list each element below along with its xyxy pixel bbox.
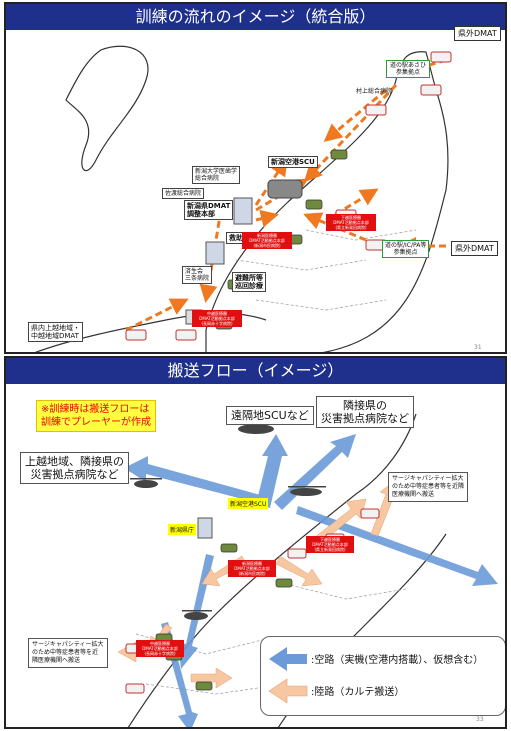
neighbor-pref-label: 隣接県の 災害拠点病院など: [316, 396, 414, 428]
page-number: 33: [476, 716, 484, 723]
helicopter-icons: [130, 422, 326, 620]
saiseikai-label: 済生会 三条病院: [182, 266, 213, 284]
michinoeki2-label: 道の駅/IC/PA等 参集拠点: [382, 240, 430, 258]
transport-flow-panel: 搬送フロー（イメージ）: [4, 356, 507, 729]
dmat-hq-label: 新潟県DMAT 調整本部: [184, 200, 234, 220]
joetsu-neighbor-label: 上越地域、隣接県の 災害拠点病院など: [20, 452, 129, 484]
outside-dmat-mid: 県外DMAT: [451, 241, 498, 256]
murakami-label: 村上総合病院: [356, 88, 393, 95]
red-box-b: 新潟医療圏 DMAT活動拠点本部 (新潟市民病院): [228, 560, 276, 577]
legend: :空路（実機(空港内搭載）、仮想含む） :陸路（カルテ搬送）: [260, 636, 505, 716]
red-box-hq: 中越医療圏 DMAT活動拠点本部 (長岡赤十字病院): [192, 310, 242, 327]
red-box-c: 中越医療圏 DMAT活動拠点本部 (長岡赤十字病院): [136, 640, 184, 657]
red-box-a: 下越医療圏 DMAT活動拠点本部 (県立新発田病院): [326, 214, 376, 231]
page-number: 31: [474, 344, 482, 351]
outside-dmat-top: 県外DMAT: [454, 26, 501, 41]
surge-note-right: サージキャパシティー拡大 のため中等症患者等を近隣 医療機関へ搬送: [388, 472, 469, 502]
niigata-map: [34, 45, 452, 352]
shelter-label: 避難所等 巡回診療: [232, 272, 266, 292]
michinoeki-label: 道の駅あさひ 参集拠点: [386, 60, 430, 78]
joetsu-dmat-label: 県内上越地域・ 中越地域DMAT: [28, 322, 83, 342]
legend-land: :陸路（カルテ搬送）: [311, 687, 405, 698]
airport-scu-label: 新潟空港SCU: [228, 498, 269, 509]
surge-note-left: サージキャパシティー拡大 のため中等症患者等を近 隣医療機関へ搬送: [28, 638, 108, 668]
red-box-b: 新潟医療圏 DMAT活動拠点本部 (新潟市民病院): [242, 232, 292, 249]
panel-title: 訓練の流れのイメージ（統合版）: [6, 4, 505, 30]
remote-scu-label: 遠隔地SCUなど: [226, 406, 314, 425]
sado-island: [65, 45, 149, 172]
red-box-a: 下越医療圏 DMAT活動拠点本部 (県立新発田病院): [306, 536, 354, 553]
legend-air: :空路（実機(空港内搭載）、仮想含む）: [311, 655, 484, 666]
pref-office-label: 新潟県庁: [168, 524, 197, 535]
niigata-uni-label: 新潟大学医歯学 総合病院: [192, 166, 241, 184]
sado-hospital-label: 佐渡総合病院: [162, 188, 205, 199]
flow-image-panel: 訓練の流れのイメージ（統合版）: [4, 2, 507, 354]
training-note: ※訓練時は搬送フローは 訓練でプレーヤーが作成: [36, 400, 156, 432]
panel-title: 搬送フロー（イメージ）: [6, 358, 505, 384]
airport-scu-label: 新潟空港SCU: [268, 156, 318, 168]
